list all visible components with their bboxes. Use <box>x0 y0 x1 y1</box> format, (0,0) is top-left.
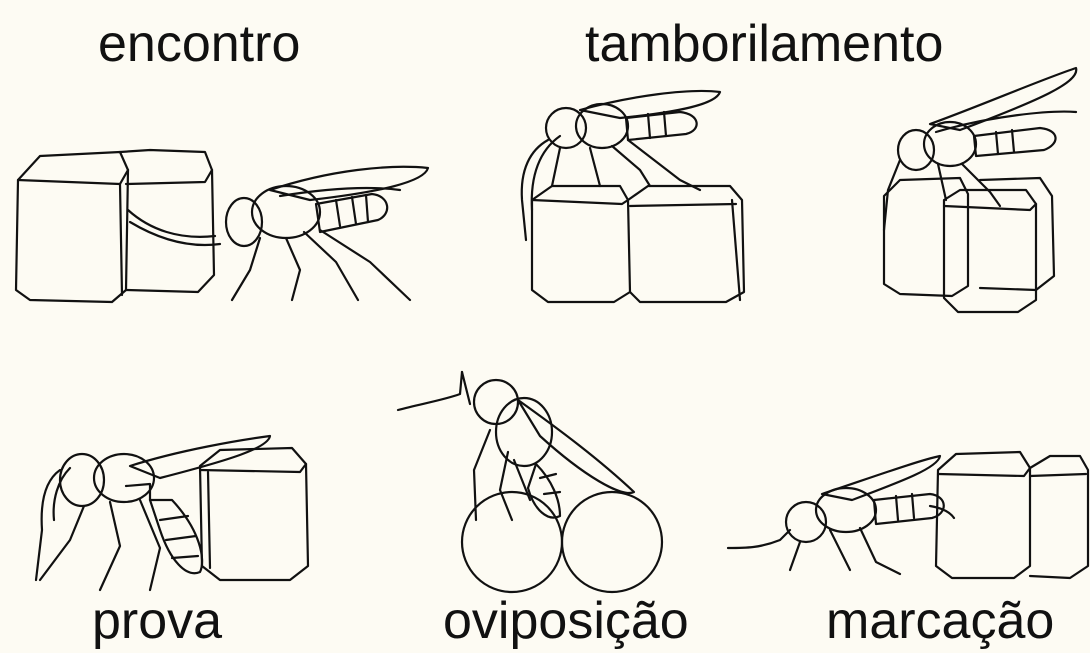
wasp-icon <box>728 456 954 574</box>
host-egg-icon <box>16 150 214 302</box>
host-egg-icon <box>884 178 1054 312</box>
panel-encontro <box>16 150 428 302</box>
host-egg-icon <box>936 452 1088 578</box>
panel-tamborilamento-b <box>884 68 1076 312</box>
wasp-icon <box>398 372 634 520</box>
wasp-icon <box>36 436 270 590</box>
host-egg-icon <box>532 186 744 302</box>
wasp-icon <box>128 167 428 300</box>
panel-oviposicao <box>398 372 662 592</box>
panel-tamborilamento-a <box>522 91 744 302</box>
wasp-icon <box>522 91 720 240</box>
host-egg-icon <box>462 492 662 592</box>
host-egg-icon <box>200 448 308 580</box>
panel-prova <box>36 436 308 590</box>
wasp-icon <box>884 68 1076 230</box>
panel-marcacao <box>728 452 1088 578</box>
